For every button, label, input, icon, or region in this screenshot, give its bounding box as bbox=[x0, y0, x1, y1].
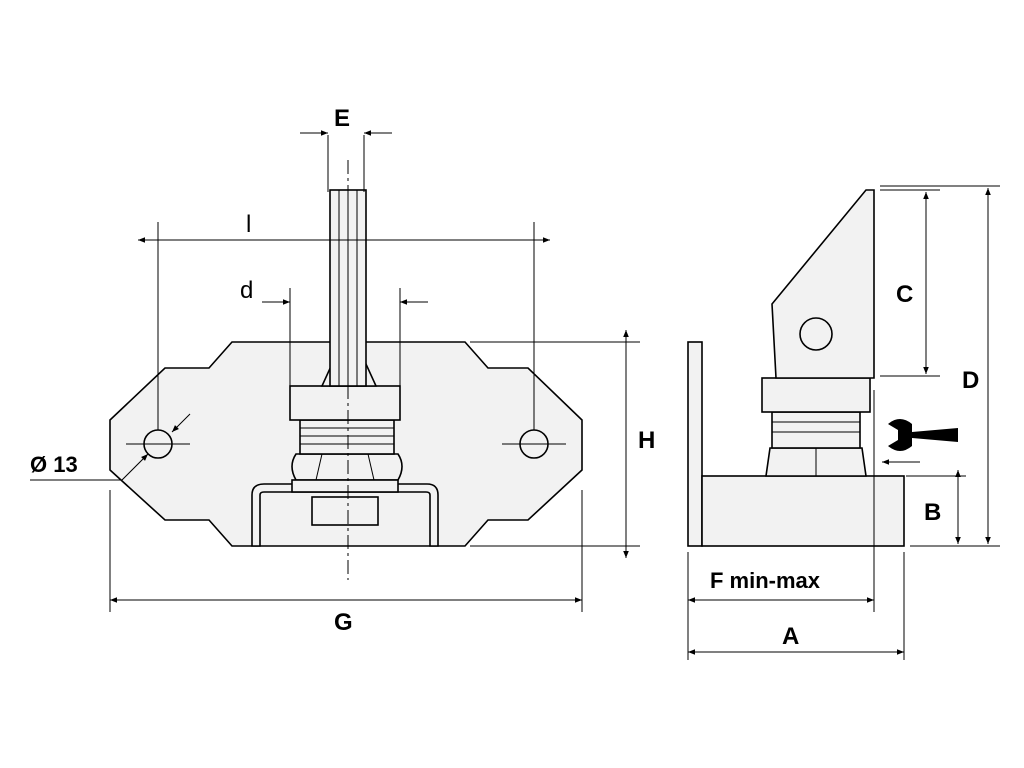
label-h: H bbox=[638, 427, 655, 454]
angle-bracket-vertical bbox=[687, 341, 703, 547]
angled-head bbox=[771, 189, 875, 379]
front-view bbox=[30, 130, 640, 612]
lower-block bbox=[311, 496, 379, 526]
side-collar bbox=[761, 377, 871, 413]
label-d-upper: D bbox=[962, 367, 979, 394]
base-block bbox=[701, 475, 905, 547]
label-c: C bbox=[896, 281, 913, 308]
wrench-icon bbox=[888, 419, 958, 451]
label-a: A bbox=[782, 623, 799, 650]
hex-nut bbox=[291, 453, 403, 481]
label-diameter: Ø 13 bbox=[30, 452, 78, 477]
label-l: l bbox=[246, 211, 251, 238]
label-f: F min-max bbox=[710, 568, 821, 593]
label-e: E bbox=[334, 105, 350, 132]
label-b: B bbox=[924, 499, 941, 526]
label-d: d bbox=[240, 277, 253, 304]
label-g: G bbox=[334, 609, 353, 636]
collar bbox=[289, 385, 401, 421]
side-view bbox=[687, 185, 1000, 660]
threaded-body bbox=[299, 419, 395, 455]
side-threaded-body bbox=[771, 411, 861, 449]
washer bbox=[291, 479, 399, 493]
u-bracket bbox=[251, 483, 439, 547]
head-hole bbox=[799, 317, 833, 351]
